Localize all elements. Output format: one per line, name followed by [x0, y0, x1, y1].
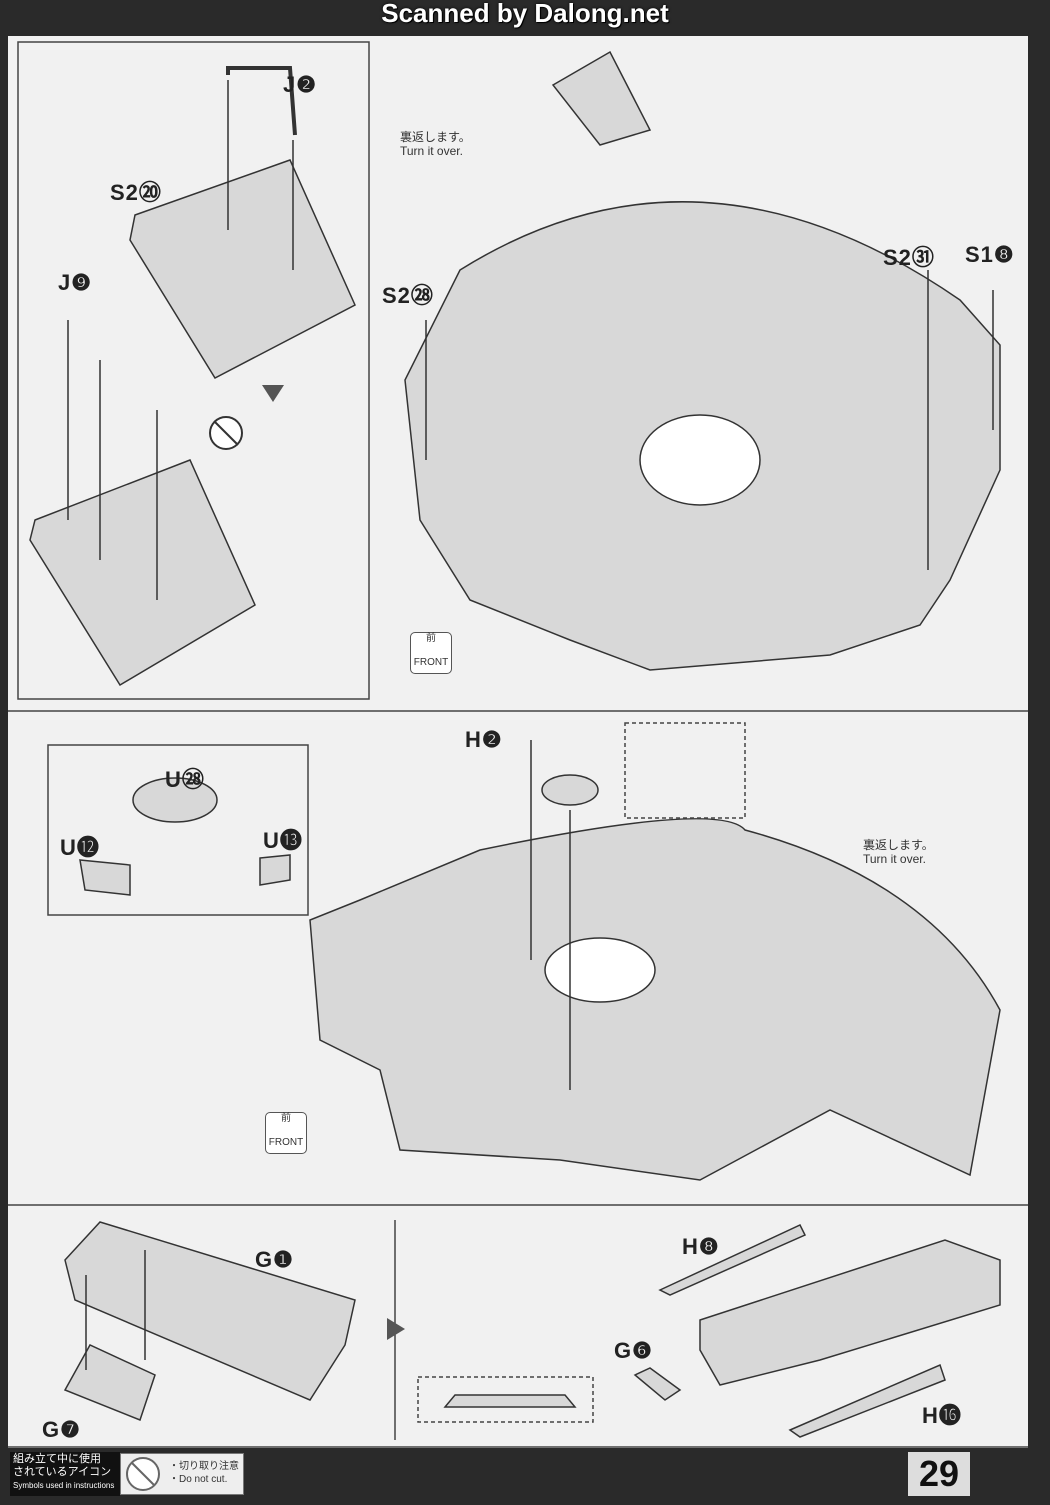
part-u28 [132, 777, 218, 823]
label-s2-28: S2㉘ [382, 283, 434, 308]
hull-mid-hole [544, 937, 656, 1003]
sprue-top [551, 50, 652, 146]
part-main [699, 1239, 1001, 1386]
arrow-down-icon [262, 385, 284, 402]
part-u12 [79, 859, 131, 896]
arrow-right-icon [387, 1318, 405, 1340]
label-j2: J❷ [283, 72, 317, 97]
page-number: 29 [908, 1452, 970, 1496]
label-u13: U⓭ [263, 828, 303, 853]
label-s1-8: S1❽ [965, 242, 1015, 267]
hull-top-hole [639, 414, 761, 506]
part-u13 [259, 854, 291, 886]
label-s2-20: S2⑳ [110, 180, 162, 205]
part-u28-mid [541, 774, 599, 806]
sprue-s2 [129, 159, 356, 379]
part-h16 [788, 1363, 946, 1438]
label-u28: U㉘ [165, 767, 205, 792]
do-not-cut-icon [209, 416, 243, 450]
label-g7: G❼ [42, 1417, 81, 1442]
label-j9: J❾ [58, 270, 92, 295]
inset-detail [443, 1394, 577, 1408]
inset-top-left [17, 41, 370, 700]
sprue-j [29, 459, 256, 687]
label-g6: G❻ [614, 1338, 653, 1363]
label-g1: G❶ [255, 1247, 294, 1272]
label-h16: H⓰ [922, 1403, 962, 1428]
part-g7 [63, 1344, 156, 1421]
part-h8 [658, 1224, 807, 1296]
inset-bottom [417, 1376, 594, 1423]
turn-over-note-mid: 裏返します。Turn it over. [863, 838, 934, 866]
inset-u-parts [47, 744, 309, 916]
hull-mid [309, 818, 1001, 1181]
label-h2: H❷ [465, 727, 503, 752]
inset-h2 [624, 722, 746, 819]
label-h8: H❽ [682, 1234, 720, 1259]
part-g6 [633, 1367, 682, 1401]
do-not-cut-icon [126, 1457, 160, 1491]
do-not-cut-legend: ・切り取り注意・Do not cut. [120, 1453, 244, 1495]
watermark: Scanned by Dalong.net [381, 0, 669, 28]
label-s2-31: S2㉛ [883, 245, 935, 270]
part-g1 [64, 1221, 356, 1401]
label-u12: U⓬ [60, 835, 100, 860]
turn-over-note-top: 裏返します。Turn it over. [400, 130, 471, 158]
